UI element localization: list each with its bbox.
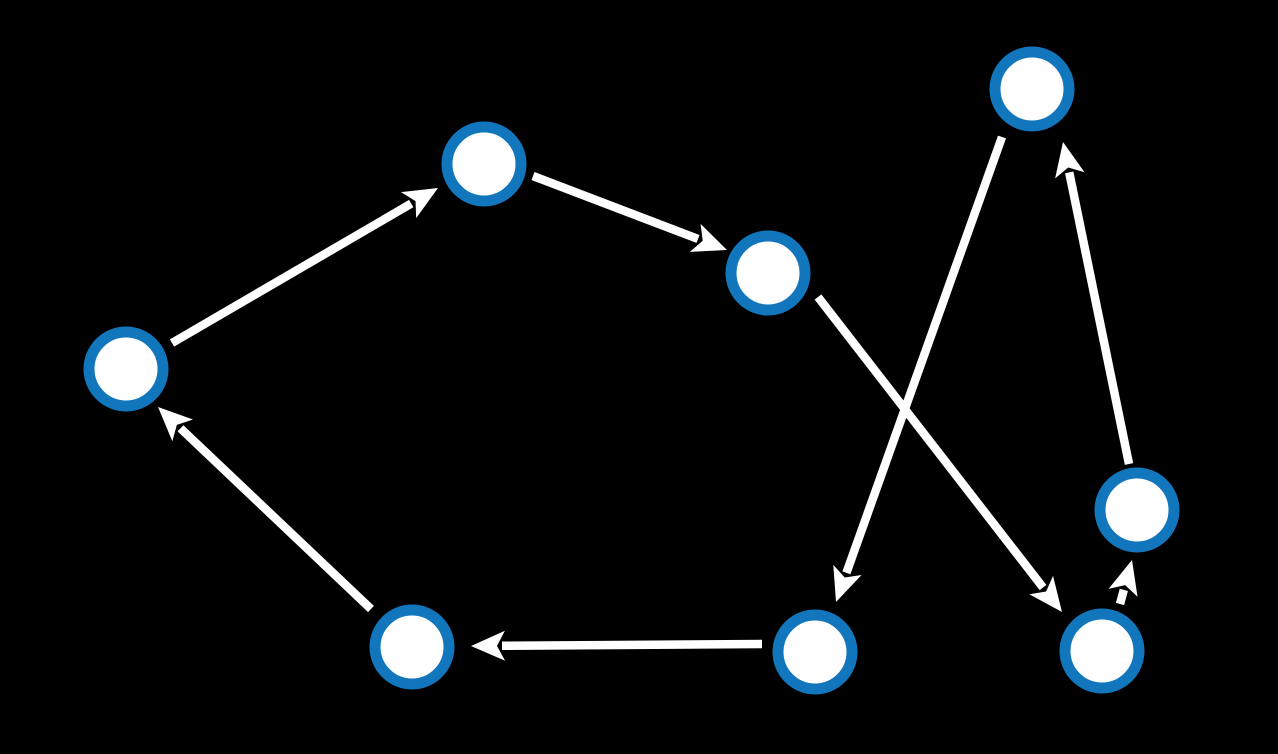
graph-node-top-right bbox=[989, 46, 1075, 132]
edge-line bbox=[169, 199, 414, 347]
edge-line bbox=[501, 639, 763, 651]
edge-arrowhead bbox=[1055, 142, 1085, 179]
edge-arrowhead bbox=[471, 630, 506, 661]
edge-arrowhead bbox=[158, 407, 193, 442]
graph-node-middle bbox=[725, 230, 811, 316]
edge-arrowhead bbox=[1108, 560, 1138, 597]
edge-middle-bottom-right bbox=[814, 294, 1062, 612]
edge-arrowhead bbox=[833, 564, 862, 602]
edge-line bbox=[1115, 588, 1128, 606]
edge-left-upper-middle bbox=[169, 188, 438, 347]
edge-line bbox=[814, 294, 1047, 591]
graph-node-upper-middle bbox=[441, 121, 527, 207]
graph-node-bottom-left bbox=[369, 604, 455, 690]
edge-upper-middle-middle bbox=[531, 172, 727, 252]
edge-bottom-right-right bbox=[1108, 560, 1138, 606]
edge-top-right-bottom-middle bbox=[833, 135, 1007, 602]
edge-bottom-left-left bbox=[158, 407, 374, 613]
graph-node-bottom-middle bbox=[772, 609, 858, 695]
graph-node-bottom-right bbox=[1059, 608, 1145, 694]
edge-line bbox=[842, 135, 1007, 575]
graph-node-left bbox=[83, 326, 169, 412]
edge-line bbox=[531, 172, 700, 243]
edge-arrowhead bbox=[1029, 575, 1062, 612]
graph-node-right bbox=[1094, 467, 1180, 553]
edge-bottom-middle-bottom-left bbox=[471, 630, 763, 661]
edge-line bbox=[1065, 171, 1134, 465]
edge-arrowhead bbox=[401, 188, 438, 219]
edge-right-top-right bbox=[1055, 142, 1134, 465]
edge-arrowhead bbox=[689, 223, 727, 252]
edge-line bbox=[177, 425, 374, 613]
